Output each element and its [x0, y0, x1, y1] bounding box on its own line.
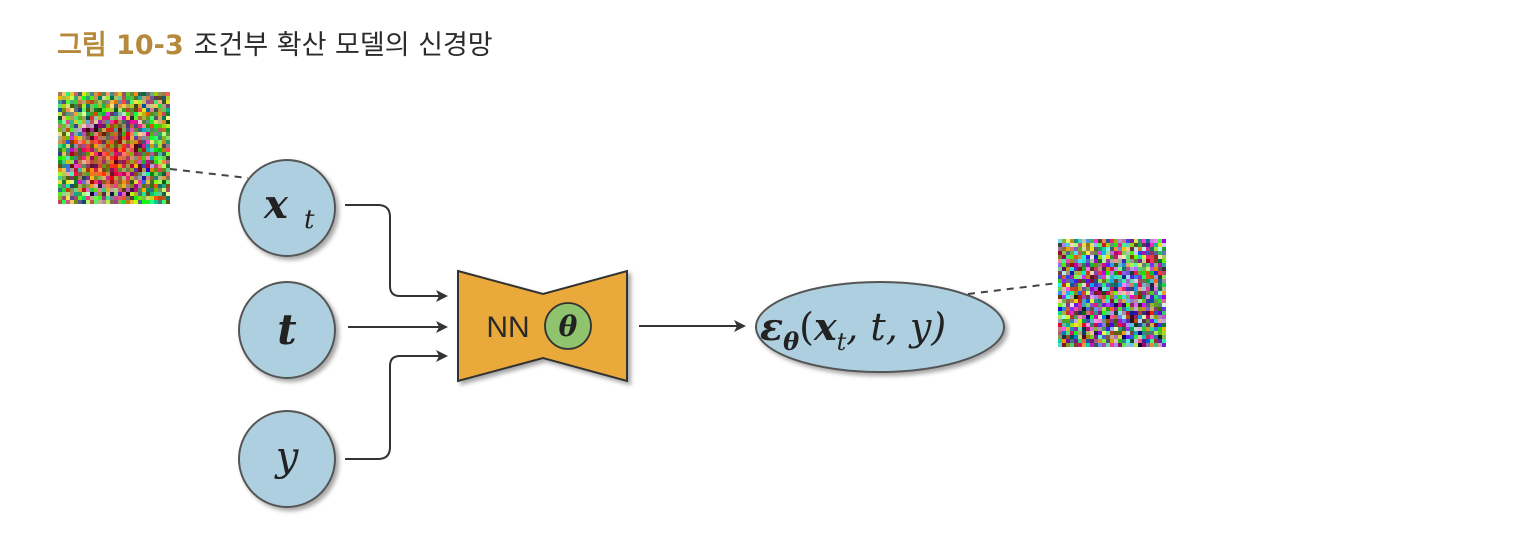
output-expression: εθ(xt, t, y) [760, 304, 946, 356]
output-eps-sub: θ [783, 327, 799, 356]
parameter-node [544, 302, 592, 350]
noisy-input-image [58, 92, 170, 204]
noise-output-image [1058, 239, 1166, 347]
input-node-xt: x t [238, 159, 336, 257]
figure-caption: 그림 10-3 조건부 확산 모델의 신경망 [57, 26, 493, 66]
input-node-t: t [238, 281, 336, 379]
parameter-label: θ [559, 310, 578, 343]
output-node: εθ(xt, t, y) [755, 281, 1005, 373]
figure-label: 그림 10-3 [57, 30, 184, 61]
network-label: NN [486, 311, 529, 344]
input-xt-main: x [263, 181, 289, 228]
output-open-paren: ( [799, 305, 814, 349]
output-x-sub: t [837, 328, 847, 356]
input-image-connector [169, 168, 249, 179]
figure-title: 조건부 확산 모델의 신경망 [193, 30, 493, 61]
neural-network-block: NN θ [457, 269, 628, 383]
input-t-label: t [277, 305, 296, 354]
output-image-connector [967, 282, 1059, 295]
arrow-xt-to-network [345, 204, 448, 302]
input-xt-sub: t [304, 205, 315, 235]
output-x: x [813, 304, 838, 349]
input-y-label: y [274, 434, 300, 480]
output-eps: ε [760, 304, 783, 349]
input-node-y: y [238, 410, 336, 508]
arrow-y-to-network [345, 350, 448, 460]
output-rest: , t, y) [846, 305, 946, 349]
